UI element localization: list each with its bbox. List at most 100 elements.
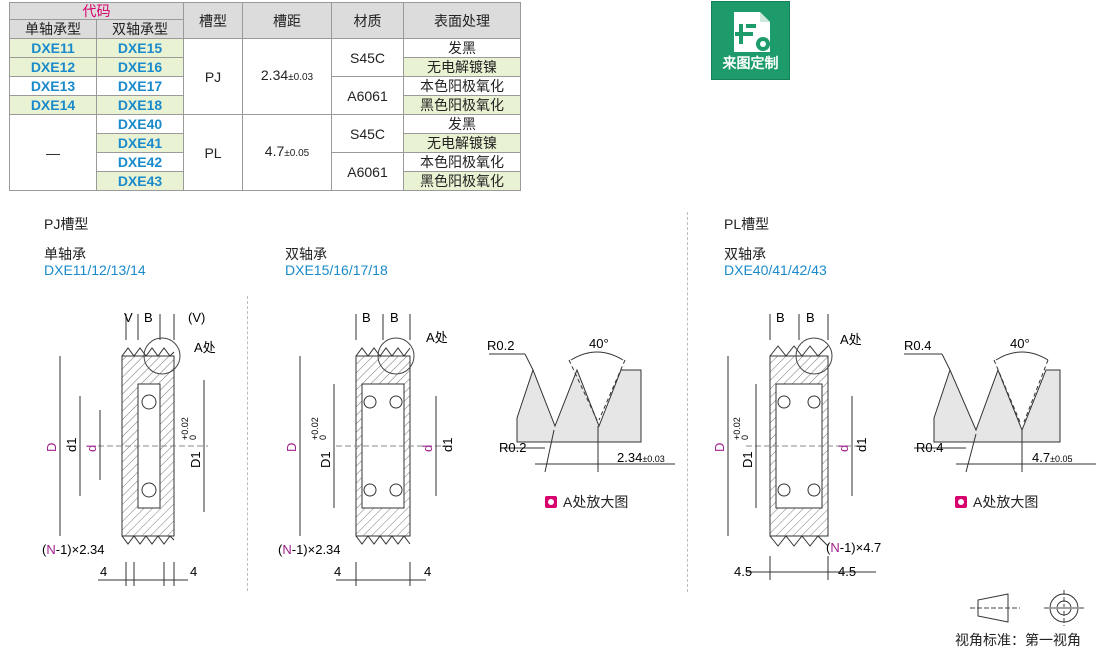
label-d1: d1 [440, 438, 455, 452]
label-b-right: B [390, 310, 399, 325]
part-number: DXE18 [96, 95, 184, 115]
label-r-top: R0.2 [487, 338, 514, 353]
pl-double-label: 双轴承 [724, 246, 766, 262]
spec-table: 代码 槽型 槽距 材质 表面处理 单轴承型 双轴承型 DXE11 DXE15 P… [9, 2, 521, 191]
single-dash: — [9, 114, 97, 191]
label-d: d [420, 445, 435, 452]
label-angle: 40° [1010, 336, 1030, 351]
label-r-bottom: R0.4 [916, 440, 943, 455]
surface-cell: 黑色阳极氧化 [403, 171, 521, 191]
custom-badge-label: 来图定制 [722, 55, 779, 71]
label-D: D [712, 443, 727, 452]
pl-detail-caption: A处放大图 [955, 492, 1038, 512]
groove-cell: PL [183, 114, 243, 191]
label-r-bottom: R0.2 [499, 440, 526, 455]
table-row: — DXE40 PL 4.7±0.05 S45C 发黑 [9, 114, 521, 191]
pl-detail-drawing: R0.4 40° R0.4 4.7±0.05 [904, 336, 1096, 473]
pl-double-bearing-drawing: B B A处 D D1 +0.02 0 d d1 (N-1)×4.7 4.5 4… [712, 310, 881, 580]
part-number: DXE12 [9, 57, 97, 77]
label-b-left: B [362, 310, 371, 325]
marker-icon [955, 496, 967, 508]
part-number: DXE41 [96, 133, 184, 153]
label-pitch: 2.34±0.03 [617, 450, 665, 465]
label-tol-zero: 0 [318, 435, 328, 440]
header-single: 单轴承型 [9, 19, 97, 39]
label-dim-4-right: 4 [190, 564, 197, 579]
label-b-right: B [806, 310, 815, 325]
label-dim-4-left: 4 [100, 564, 107, 579]
label-a-spot: A处 [840, 332, 862, 347]
label-angle: 40° [589, 336, 609, 351]
header-double: 双轴承型 [96, 19, 184, 39]
material-cell: S45C [331, 38, 404, 77]
label-d1: d1 [854, 438, 869, 452]
label-tol-zero: 0 [188, 435, 198, 440]
label-dim-4-left: 4 [334, 564, 341, 579]
label-n-formula: (N-1)×4.7 [826, 540, 881, 555]
label-D1: D1 [188, 451, 203, 468]
groove-cell: PJ [183, 38, 243, 115]
surface-cell: 发黑 [403, 38, 521, 58]
table-row: DXE14 DXE18 黑色阳极氧化 [9, 95, 521, 115]
material-cell: A6061 [331, 76, 404, 115]
label-dim-4-5-left: 4.5 [734, 564, 752, 579]
header-pitch: 槽距 [242, 2, 332, 39]
label-b: B [144, 310, 153, 325]
label-a-spot: A处 [426, 330, 448, 345]
header-surface: 表面处理 [403, 2, 521, 39]
table-row: DXE11 DXE15 PJ 2.34±0.03 S45C 发黑 [9, 38, 521, 115]
view-standard-label: 视角标准：第一视角 [955, 632, 1081, 648]
first-angle-projection-icon [970, 590, 1084, 626]
pj-double-codes: DXE15/16/17/18 [285, 262, 388, 278]
label-tol-plus: +0.02 [180, 417, 190, 440]
label-v: V [124, 310, 133, 325]
divider [687, 212, 688, 592]
divider [247, 296, 248, 591]
header-groove: 槽型 [183, 2, 243, 39]
header-material: 材质 [331, 2, 404, 39]
part-number: DXE40 [96, 114, 184, 134]
label-D: D [44, 443, 59, 452]
surface-cell: 无电解镀镍 [403, 133, 521, 153]
pj-single-codes: DXE11/12/13/14 [44, 262, 146, 278]
label-d: d [836, 445, 851, 452]
label-D1: D1 [740, 451, 755, 468]
document-icon [734, 12, 770, 52]
surface-cell: 无电解镀镍 [403, 57, 521, 77]
pj-detail-drawing: R0.2 40° R0.2 2.34±0.03 [487, 336, 675, 473]
header-code: 代码 [9, 2, 184, 20]
label-r-top: R0.4 [904, 338, 931, 353]
pj-double-bearing-drawing: B B A处 D D1 +0.02 0 d d1 (N-1)×2.34 4 4 [278, 310, 455, 586]
label-pitch: 4.7±0.05 [1032, 450, 1073, 465]
label-b-left: B [776, 310, 785, 325]
label-D1: D1 [318, 451, 333, 468]
part-number: DXE15 [96, 38, 184, 58]
pj-single-label: 单轴承 [44, 246, 86, 262]
material-cell: S45C [331, 114, 404, 153]
surface-cell: 本色阳极氧化 [403, 76, 521, 96]
pl-double-codes: DXE40/41/42/43 [724, 262, 827, 278]
label-dim-4-5-right: 4.5 [838, 564, 856, 579]
pitch-cell: 2.34±0.03 [242, 38, 332, 115]
pj-section-title: PJ槽型 [44, 216, 89, 232]
label-v-paren: (V) [188, 310, 205, 325]
label-a-spot: A处 [194, 340, 216, 355]
custom-drawing-badge[interactable]: 来图定制 [711, 1, 790, 80]
pj-detail-caption: A处放大图 [545, 492, 628, 512]
part-number: DXE14 [9, 95, 97, 115]
surface-cell: 本色阳极氧化 [403, 152, 521, 172]
table-row: DXE43 黑色阳极氧化 [10, 171, 521, 191]
surface-cell: 黑色阳极氧化 [403, 95, 521, 115]
table-row: DXE12 DXE16 无电解镀镍 [9, 57, 521, 77]
label-tol-plus: +0.02 [310, 417, 320, 440]
marker-icon [545, 496, 557, 508]
table-row: DXE41 无电解镀镍 [10, 133, 521, 153]
part-number: DXE43 [96, 171, 184, 191]
table-row: DXE42 A6061 本色阳极氧化 [10, 152, 521, 191]
part-number: DXE42 [96, 152, 184, 172]
surface-cell: 发黑 [403, 114, 521, 134]
part-number: DXE13 [9, 76, 97, 96]
part-number: DXE16 [96, 57, 184, 77]
label-d: d [84, 445, 99, 452]
label-D: D [284, 443, 299, 452]
